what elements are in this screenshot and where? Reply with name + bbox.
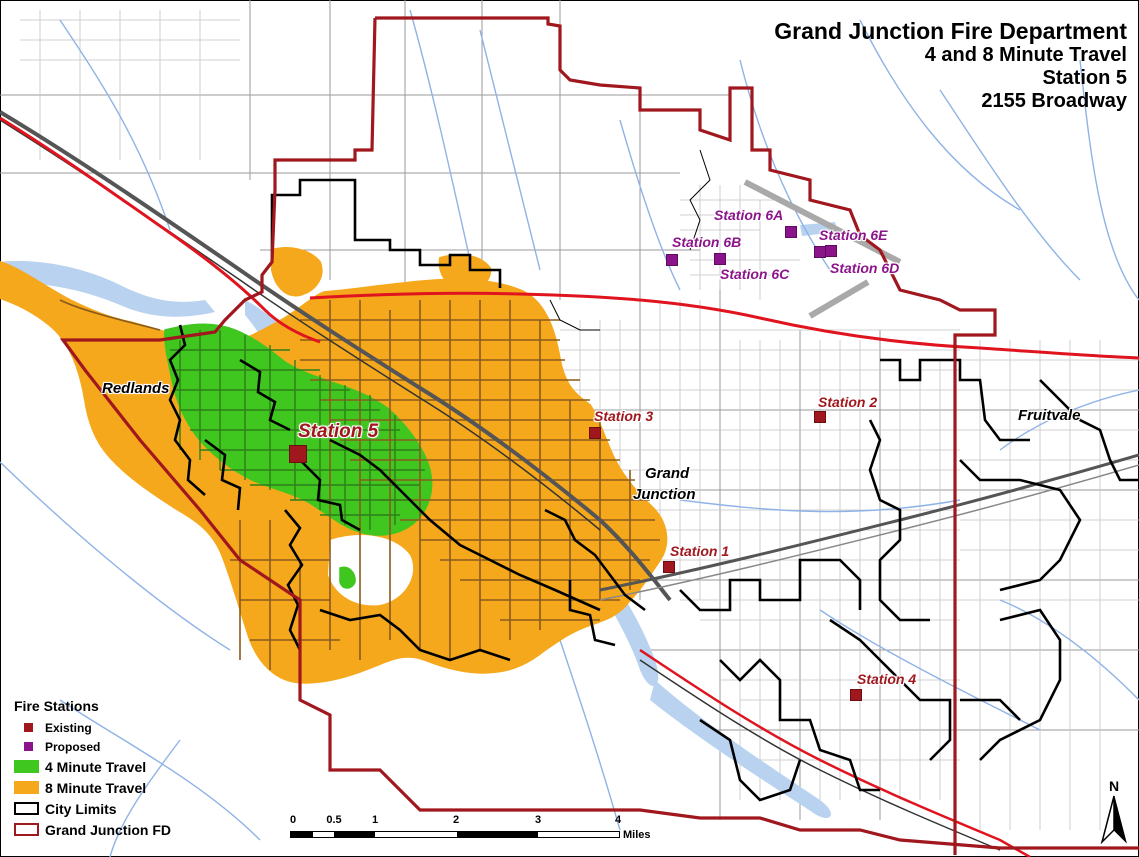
- north-arrow: N: [1099, 778, 1129, 845]
- proposed-station-swatch: [24, 742, 33, 751]
- place-label-redlands: Redlands: [102, 380, 170, 397]
- station-6e-label: Station 6E: [819, 227, 888, 243]
- station-6d-label: Station 6D: [830, 260, 900, 276]
- streams: [0, 9, 1139, 857]
- legend-row-city-limits: City Limits: [14, 798, 171, 819]
- scale-bar-graphic: [290, 831, 620, 838]
- title-line-3: Station 5: [1042, 67, 1127, 90]
- legend-travel4-label: 4 Minute Travel: [45, 758, 147, 775]
- station-6c-label: Station 6C: [720, 266, 790, 282]
- station-5-marker[interactable]: [289, 445, 307, 463]
- station-4-label: Station 4: [857, 671, 917, 687]
- scale-tick-1: 1: [371, 814, 379, 826]
- legend-fd-label: Grand Junction FD: [45, 821, 171, 838]
- legend-travel8-label: 8 Minute Travel: [45, 779, 147, 796]
- airport-runways: [743, 179, 902, 319]
- station-1-label: Station 1: [670, 543, 730, 559]
- grid-roads: [0, 0, 1139, 820]
- legend-row-travel4: 4 Minute Travel: [14, 756, 171, 777]
- station-6a-label: Station 6A: [714, 207, 784, 223]
- fd-boundary-swatch: [14, 823, 39, 836]
- legend-proposed-label: Proposed: [45, 739, 101, 754]
- scale-tick-3: 3: [534, 814, 542, 826]
- travel-4-swatch: [14, 760, 39, 773]
- title-line-2: 4 and 8 Minute Travel: [924, 44, 1127, 67]
- city-limits-swatch: [14, 802, 39, 815]
- legend-city-limits-label: City Limits: [45, 800, 117, 817]
- station-6b-marker[interactable]: [666, 254, 678, 266]
- place-label-junction: Junction: [633, 486, 696, 503]
- station-5-label: Station 5: [298, 421, 379, 442]
- station-2-marker[interactable]: [814, 411, 826, 423]
- place-label-fruitvale: Fruitvale: [1018, 407, 1081, 424]
- travel-8-swatch: [14, 781, 39, 794]
- title-line-1: Grand Junction Fire Department: [774, 18, 1127, 44]
- station-6c-marker[interactable]: [714, 253, 726, 265]
- legend-row-existing: Existing: [14, 718, 171, 737]
- legend-title: Fire Stations: [14, 698, 99, 714]
- north-arrow-icon: [1100, 795, 1127, 845]
- legend-row-proposed: Proposed: [14, 737, 171, 756]
- fd-boundary: [59, 16, 1139, 855]
- station-3-marker[interactable]: [589, 427, 601, 439]
- place-label-grand: Grand: [645, 465, 690, 482]
- station-6b-label: Station 6B: [672, 234, 742, 250]
- legend-existing-label: Existing: [45, 720, 92, 735]
- station-1-marker[interactable]: [663, 561, 675, 573]
- station-6a-marker[interactable]: [785, 226, 797, 238]
- map-legend: Fire Stations Existing Proposed 4 Minute…: [14, 698, 171, 840]
- station-4-marker[interactable]: [850, 689, 862, 701]
- scale-tick-2: 2: [452, 814, 460, 826]
- scale-tick-0: 0: [289, 814, 297, 826]
- existing-station-swatch: [24, 723, 33, 732]
- title-line-4: 2155 Broadway: [981, 90, 1127, 113]
- north-label: N: [1108, 778, 1120, 794]
- scale-units: Miles: [623, 829, 651, 841]
- station-2-label: Station 2: [818, 394, 878, 410]
- scale-tick-0-5: 0.5: [326, 814, 342, 826]
- zone-roads-green: [170, 330, 425, 530]
- map-title-block: Grand Junction Fire Department 4 and 8 M…: [774, 18, 1127, 113]
- scale-tick-4: 4: [614, 814, 622, 826]
- city-limits: [168, 178, 1139, 802]
- station-6e-marker[interactable]: [825, 245, 837, 257]
- station-3-label: Station 3: [594, 408, 654, 424]
- legend-row-travel8: 8 Minute Travel: [14, 777, 171, 798]
- county-lines: [549, 149, 711, 331]
- legend-row-fd: Grand Junction FD: [14, 819, 171, 840]
